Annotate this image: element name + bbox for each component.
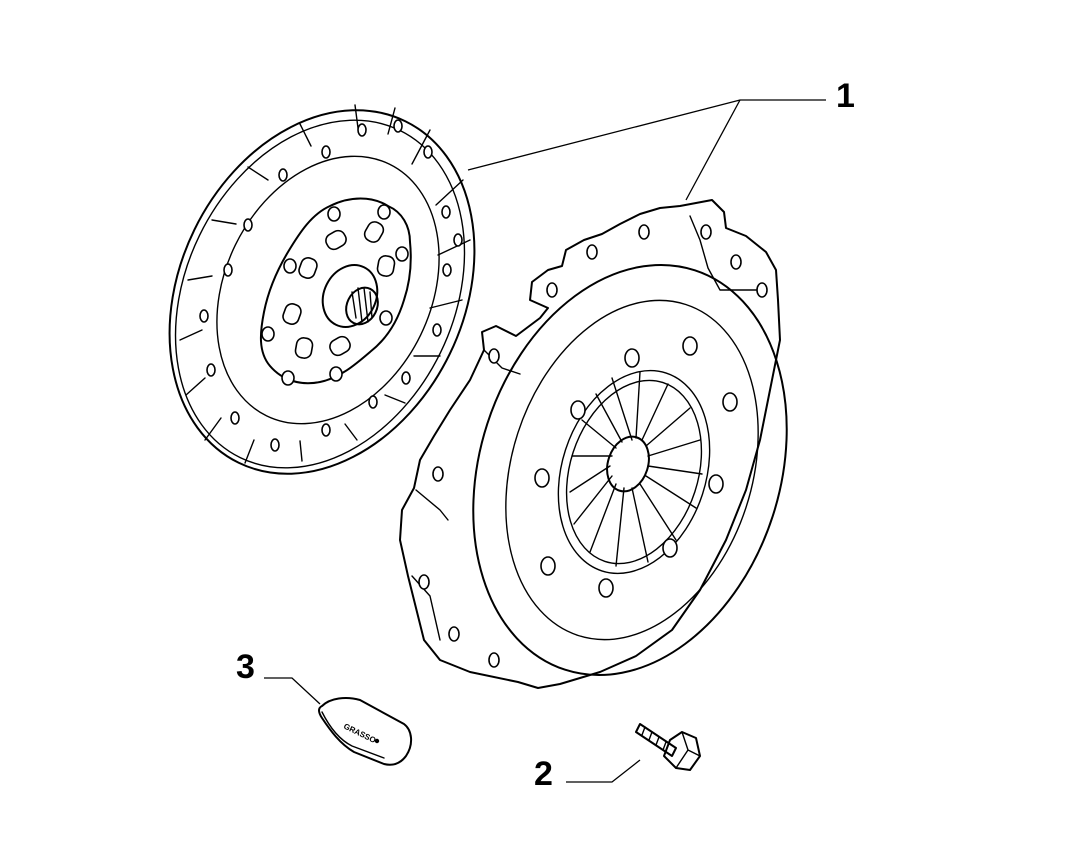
leader-lines bbox=[264, 99, 826, 783]
grease-tube-label: GRASSO bbox=[342, 722, 377, 745]
bolt bbox=[635, 723, 701, 771]
mounting-bosses bbox=[418, 224, 768, 668]
friction-rivets bbox=[199, 119, 463, 452]
callout-3: 3 bbox=[236, 648, 255, 686]
callout-2: 2 bbox=[534, 755, 553, 793]
diaphragm-fingers bbox=[569, 371, 703, 567]
hub-plate bbox=[259, 197, 412, 385]
clutch-disc bbox=[168, 104, 476, 475]
cover-holes bbox=[534, 336, 738, 598]
pressure-plate-cover bbox=[399, 199, 781, 689]
damper-springs bbox=[282, 221, 396, 359]
pressure-plate bbox=[399, 199, 788, 689]
callout-1: 1 bbox=[836, 77, 855, 115]
friction-slots bbox=[179, 104, 471, 464]
grease-tube: GRASSO bbox=[318, 697, 412, 766]
hub-holes bbox=[261, 204, 409, 386]
